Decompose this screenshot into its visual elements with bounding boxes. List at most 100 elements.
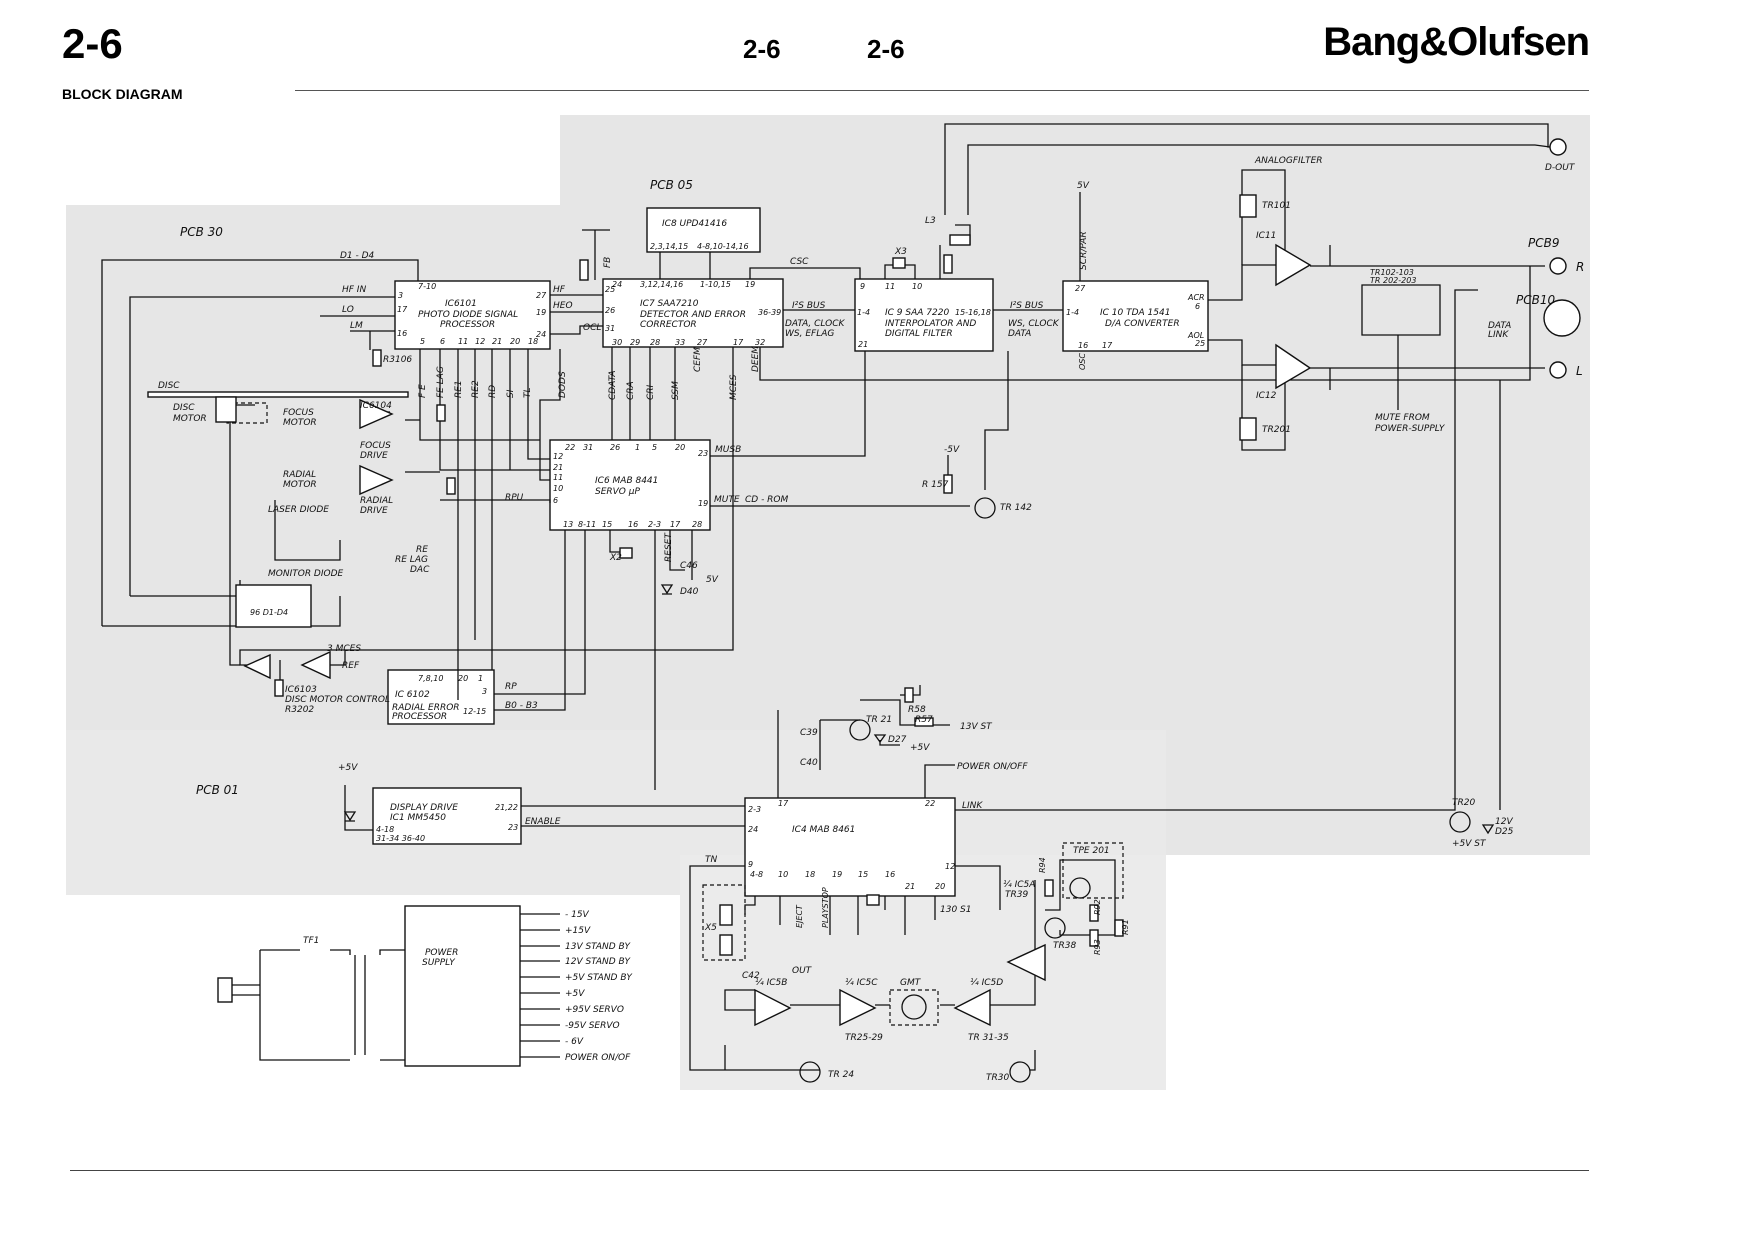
components: [147, 138, 1581, 1083]
svg-text:INTERPOLATOR AND: INTERPOLATOR AND: [885, 319, 976, 329]
svg-text:2-3: 2-3: [748, 805, 761, 814]
svg-text:CRA: CRA: [626, 381, 636, 400]
svg-text:2-3: 2-3: [648, 520, 661, 529]
svg-text:FOCUS: FOCUS: [283, 408, 314, 418]
svg-text:EJECT: EJECT: [795, 904, 804, 928]
svg-text:22: 22: [925, 799, 935, 808]
pcb9-label: PCB9: [1528, 236, 1559, 250]
svg-text:28: 28: [692, 520, 702, 529]
svg-text:24: 24: [748, 825, 758, 834]
svg-text:C40: C40: [800, 758, 818, 768]
page-number: 2-6: [62, 20, 123, 67]
svg-text:TR38: TR38: [1053, 941, 1076, 951]
svg-text:TR102-103: TR102-103: [1370, 268, 1414, 277]
svg-text:B0 - B3: B0 - B3: [505, 701, 538, 711]
svg-text:18: 18: [528, 337, 538, 346]
svg-text:+5V STAND BY: +5V STAND BY: [565, 973, 633, 983]
svg-text:5: 5: [652, 443, 657, 452]
svg-text:- 6V: - 6V: [565, 1037, 584, 1047]
svg-text:27: 27: [536, 291, 547, 300]
svg-text:12: 12: [475, 337, 485, 346]
svg-text:TR39: TR39: [1005, 890, 1028, 900]
svg-text:RE LAG: RE LAG: [395, 555, 428, 565]
svg-text:CEFM: CEFM: [693, 347, 703, 372]
svg-text:6: 6: [1195, 302, 1200, 311]
svg-text:¼ IC5C: ¼ IC5C: [845, 978, 878, 988]
svg-text:20: 20: [458, 674, 468, 683]
svg-text:TR 202-203: TR 202-203: [1370, 276, 1416, 285]
svg-text:CD - ROM: CD - ROM: [745, 495, 789, 505]
ic9-block: IC 9 SAA 7220 INTERPOLATOR AND DIGITAL F…: [854, 278, 994, 352]
svg-text:X5: X5: [704, 923, 717, 933]
svg-text:R94: R94: [1038, 857, 1047, 873]
svg-text:DIGITAL FILTER: DIGITAL FILTER: [885, 329, 953, 339]
pcb30-label: PCB 30: [180, 225, 223, 239]
svg-text:6: 6: [440, 337, 445, 346]
svg-text:13V ST: 13V ST: [960, 722, 993, 732]
ic6101-block: IC6101 PHOTO DIODE SIGNAL PROCESSOR 7-10…: [394, 280, 551, 350]
svg-text:5V: 5V: [706, 575, 719, 585]
svg-text:DISC: DISC: [173, 403, 195, 413]
svg-text:R: R: [1576, 260, 1584, 274]
svg-text:R58: R58: [908, 705, 926, 715]
svg-text:POWER ON/OFF: POWER ON/OFF: [957, 762, 1028, 772]
svg-text:+5V: +5V: [910, 743, 930, 753]
svg-text:29: 29: [630, 338, 640, 347]
svg-text:+5V: +5V: [338, 763, 358, 773]
svg-text:TR25-29: TR25-29: [845, 1033, 883, 1043]
pcb01-label: PCB 01: [196, 783, 239, 797]
svg-text:9: 9: [748, 860, 753, 869]
svg-text:GMT: GMT: [900, 978, 922, 988]
svg-text:¼ IC5D: ¼ IC5D: [970, 978, 1003, 988]
svg-text:4-8,10-14,16: 4-8,10-14,16: [697, 242, 749, 251]
svg-text:21: 21: [553, 463, 563, 472]
svg-text:HF IN: HF IN: [342, 285, 366, 295]
svg-text:30: 30: [612, 338, 622, 347]
svg-text:TR201: TR201: [1262, 425, 1291, 435]
svg-text:FE LAG: FE LAG: [436, 366, 446, 398]
svg-text:27: 27: [697, 338, 708, 347]
svg-text:MCES: MCES: [729, 374, 739, 400]
svg-text:RE: RE: [416, 545, 428, 555]
svg-text:-95V SERVO: -95V SERVO: [565, 1021, 620, 1031]
svg-text:IC7 SAA7210: IC7 SAA7210: [640, 299, 699, 309]
svg-text:CSC: CSC: [790, 257, 809, 267]
svg-text:10: 10: [912, 282, 922, 291]
svg-text:MOTOR: MOTOR: [283, 480, 317, 490]
svg-text:12V STAND BY: 12V STAND BY: [565, 957, 632, 967]
section-title: BLOCK DIAGRAM: [62, 86, 183, 102]
svg-text:RADIAL: RADIAL: [283, 470, 316, 480]
svg-text:R 157: R 157: [922, 480, 949, 490]
svg-text:C42: C42: [742, 971, 760, 981]
svg-text:IC 9 SAA 7220: IC 9 SAA 7220: [885, 308, 949, 318]
svg-text:IC4 MAB 8461: IC4 MAB 8461: [792, 825, 855, 835]
svg-text:-5V: -5V: [944, 445, 960, 455]
svg-text:PHOTO DIODE SIGNAL: PHOTO DIODE SIGNAL: [418, 310, 518, 320]
svg-text:LM: LM: [350, 321, 363, 331]
svg-text:18: 18: [805, 870, 815, 879]
svg-text:TN: TN: [705, 855, 717, 865]
svg-text:12: 12: [553, 452, 563, 461]
svg-text:3,12,14,16: 3,12,14,16: [640, 280, 683, 289]
svg-text:+5V ST: +5V ST: [1452, 839, 1487, 849]
svg-text:R57: R57: [915, 715, 933, 725]
svg-text:D/A CONVERTER: D/A CONVERTER: [1105, 319, 1180, 329]
svg-text:12-15: 12-15: [463, 707, 486, 716]
svg-text:PROCESSOR: PROCESSOR: [440, 320, 495, 330]
svg-text:31: 31: [583, 443, 593, 452]
svg-text:IC11: IC11: [1256, 231, 1276, 241]
svg-text:12: 12: [945, 862, 955, 871]
svg-text:ENABLE: ENABLE: [525, 817, 561, 827]
svg-text:DATA: DATA: [1008, 329, 1031, 339]
svg-text:R93: R93: [1093, 939, 1102, 955]
svg-text:IC6101: IC6101: [445, 299, 477, 309]
svg-text:TR20: TR20: [1452, 798, 1475, 808]
svg-text:7,8,10: 7,8,10: [418, 674, 443, 683]
center-page-label-left: 2-6: [743, 34, 781, 64]
svg-text:5: 5: [420, 337, 425, 346]
svg-text:POWER ON/OF: POWER ON/OF: [565, 1053, 631, 1063]
svg-text:D27: D27: [888, 735, 907, 745]
svg-text:21: 21: [905, 882, 915, 891]
